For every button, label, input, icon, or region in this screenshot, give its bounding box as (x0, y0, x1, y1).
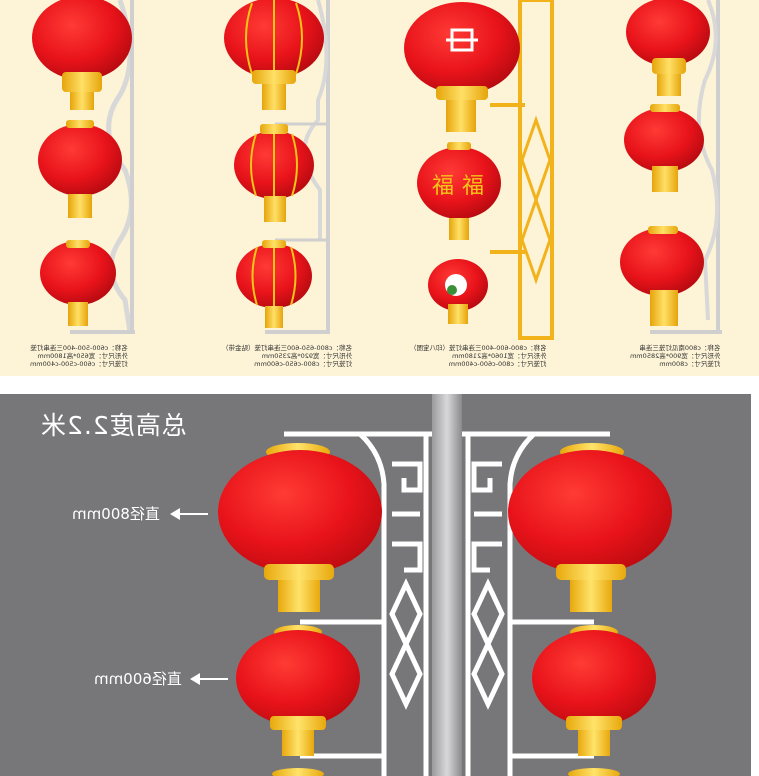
left-bracket (284, 431, 432, 776)
lantern (404, 2, 520, 94)
product-3: 福 福 (404, 0, 554, 340)
lantern (620, 228, 704, 296)
caption-line: 名称：c800-600-400三连串灯笼（印八宝图） (410, 344, 547, 352)
caption-product-2: 名称：c800-650-600三连串灯笼（贴金带） 外形尺寸：宽920*高235… (222, 344, 352, 368)
caption-line: 名称：c800-650-600三连串灯笼（贴金带） (222, 344, 352, 352)
caption-line: 外形尺寸：宽650*高1800mm (37, 352, 128, 360)
caption-product-3: 名称：c800-600-400三连串灯笼（印八宝图） 外形尺寸：宽1060*高2… (410, 344, 546, 368)
lantern (40, 241, 116, 305)
caption-line: 灯笼尺寸：c600-c500-c400mm (30, 360, 128, 368)
lantern-800-left (218, 443, 382, 612)
lantern (624, 108, 704, 172)
caption-product-1: 名称：c600-500-400三连串灯笼 外形尺寸：宽650*高1800mm 灯… (30, 344, 128, 368)
arrow-left-icon (170, 508, 208, 520)
arrow-left-icon (190, 673, 228, 685)
caption-line: 外形尺寸：宽1060*高2180mm (451, 352, 547, 360)
lantern-600-left (236, 625, 360, 756)
diameter-800-label: 直径800mm (72, 505, 160, 523)
product-2 (224, 0, 330, 334)
lantern-char: 福 (462, 174, 484, 199)
total-height-title: 总高度2.2米 (40, 411, 187, 440)
lantern (626, 0, 710, 66)
lantern (38, 124, 122, 196)
lantern (32, 0, 132, 80)
catalog-strip: 福 福 名称：c600-500-400三连串灯笼 外形尺寸：宽650*高1800… (0, 0, 759, 376)
pole (432, 394, 462, 776)
caption-line: 灯笼尺寸：c800-c600-c400mm (448, 360, 547, 368)
caption-line: 名称：c800南瓜灯笼三连串 (639, 344, 721, 352)
dimension-illustration (0, 394, 751, 776)
caption-line: 灯笼尺寸：c800mm (659, 360, 721, 368)
product-1 (32, 0, 135, 334)
caption-line: 名称：c600-500-400三连串灯笼 (30, 344, 128, 352)
caption-product-4: 名称：c800南瓜灯笼三连串 外形尺寸：宽900*高2850mm 灯笼尺寸：c8… (630, 344, 720, 368)
right-bracket (462, 431, 610, 776)
diameter-600-label: 直径600mm (94, 670, 182, 688)
lantern-char: 福 (432, 174, 454, 199)
pole-with-lanterns (218, 394, 672, 776)
lantern-600-right (532, 625, 656, 756)
product-4 (620, 0, 722, 334)
caption-line: 灯笼尺寸：c800-c650-c600mm (254, 360, 352, 368)
catalog-lanterns: 福 福 (32, 0, 722, 340)
caption-line: 外形尺寸：宽900*高2850mm (630, 352, 721, 360)
caption-line: 外形尺寸：宽920*高2350mm (261, 352, 352, 360)
lantern (417, 147, 501, 219)
lantern-800-right (508, 443, 672, 612)
